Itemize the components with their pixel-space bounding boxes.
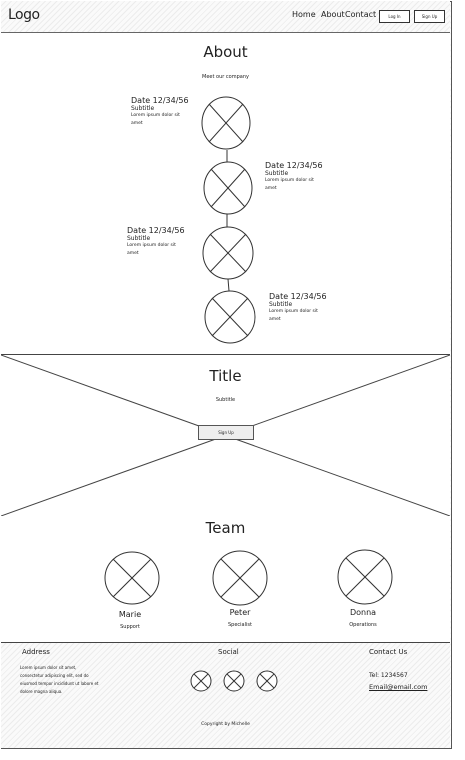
- team-avatar: [212, 550, 268, 606]
- contact-email-link[interactable]: Email@email.com: [369, 683, 428, 691]
- contact-title: Contact Us: [369, 648, 408, 656]
- timeline-date: Date 12/34/56: [131, 96, 189, 105]
- timeline-entry: Date 12/34/56 Subtitle Lorem ipsum dolor…: [269, 292, 329, 324]
- timeline-image-placeholder: [203, 161, 253, 215]
- timeline-entry: Date 12/34/56 Subtitle Lorem ipsum dolor…: [127, 226, 187, 258]
- team-member: Donna Operations: [338, 608, 388, 628]
- timeline-date: Date 12/34/56: [127, 226, 185, 235]
- address-title: Address: [22, 648, 50, 656]
- timeline-body: Lorem ipsum dolor sit amet: [269, 309, 318, 322]
- footer: Address Lorem ipsum dolor sit amet, cons…: [1, 642, 450, 748]
- team-member: Marie Support: [105, 610, 155, 630]
- timeline-image-placeholder: [204, 290, 256, 344]
- timeline-image-placeholder: [201, 96, 251, 150]
- social-icon[interactable]: [223, 670, 245, 692]
- timeline-line: [226, 150, 230, 292]
- hero-signup-button[interactable]: Sign Up: [198, 425, 254, 440]
- hero-title: Title: [209, 367, 242, 385]
- team-member-name: Donna: [349, 608, 377, 617]
- timeline-entry: Date 12/34/56 Subtitle Lorem ipsum dolor…: [265, 161, 325, 193]
- about-section: About Meet our company Date 12/34/56: [1, 33, 450, 354]
- nav-link-home[interactable]: Home: [292, 10, 316, 19]
- social-icon[interactable]: [190, 670, 212, 692]
- team-member-role: Support: [120, 624, 140, 630]
- timeline-subtitle: Subtitle: [265, 170, 289, 177]
- timeline-body: Lorem ipsum dolor sit amet: [131, 113, 180, 126]
- nav-link-about[interactable]: About: [321, 10, 345, 19]
- hero-subtitle: Subtitle: [215, 397, 236, 403]
- team-title: Team: [205, 519, 246, 537]
- team-avatar: [337, 549, 393, 605]
- about-title: About: [203, 43, 248, 61]
- timeline-entry: Date 12/34/56 Subtitle Lorem ipsum dolor…: [131, 96, 191, 128]
- signup-button[interactable]: Sign Up: [414, 10, 445, 23]
- timeline-subtitle: Subtitle: [127, 235, 151, 242]
- team-member-name: Marie: [118, 610, 142, 619]
- logo[interactable]: Logo: [8, 7, 40, 23]
- timeline-image-placeholder: [202, 226, 254, 280]
- timeline-date: Date 12/34/56: [269, 292, 327, 301]
- timeline-body: Lorem ipsum dolor sit amet: [127, 243, 176, 256]
- address-text: Lorem ipsum dolor sit amet, consectetur …: [20, 665, 99, 694]
- timeline-body: Lorem ipsum dolor sit amet: [265, 178, 314, 191]
- team-member: Peter Specialist: [215, 608, 265, 628]
- about-subtitle: Meet our company: [202, 74, 249, 80]
- copyright: Copyright by Michelle: [201, 722, 250, 727]
- team-avatar: [104, 551, 160, 605]
- contact-phone: Tel: 1234567: [369, 672, 408, 679]
- team-member-name: Peter: [229, 608, 251, 617]
- social-icon[interactable]: [256, 670, 278, 692]
- team-member-role: Operations: [349, 622, 377, 628]
- team-member-role: Specialist: [228, 622, 252, 628]
- social-title: Social: [218, 648, 239, 656]
- team-section: Team Marie Support Peter Specialist Donn…: [1, 516, 450, 642]
- timeline-date: Date 12/34/56: [265, 161, 323, 170]
- timeline-subtitle: Subtitle: [131, 105, 155, 112]
- nav-link-contact[interactable]: Contact: [345, 10, 377, 19]
- login-button[interactable]: Log In: [379, 10, 410, 23]
- hero-banner: Title Subtitle Sign Up: [1, 354, 450, 517]
- timeline-subtitle: Subtitle: [269, 301, 293, 308]
- navbar: Logo Home About Contact Log In Sign Up: [1, 1, 450, 33]
